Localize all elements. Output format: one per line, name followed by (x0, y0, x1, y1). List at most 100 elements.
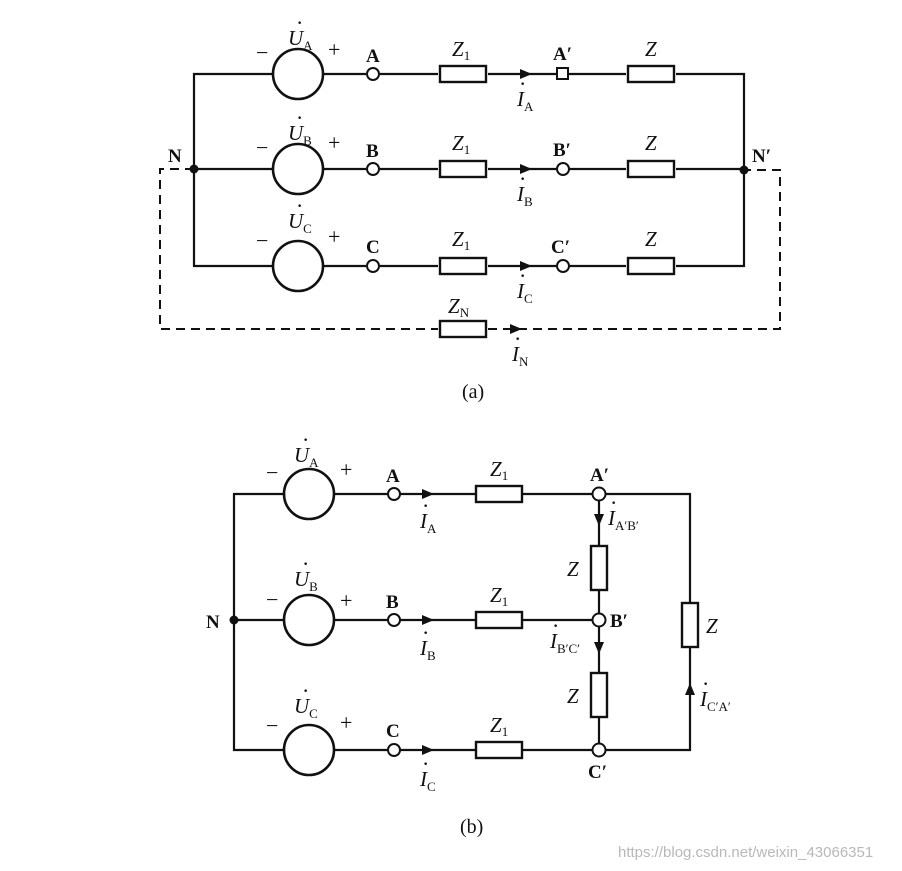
terminal-b-c-prime (591, 742, 607, 758)
label-b-ua: UA (294, 443, 319, 470)
label-a-terminal-b: B (366, 141, 379, 162)
label-a-in: IN (511, 342, 529, 369)
terminal-a-c (366, 259, 380, 273)
terminal-b-a-prime (591, 486, 607, 502)
label-a-terminal-a-prime: A′ (553, 44, 572, 65)
minus-a-phase-b: − (256, 135, 268, 160)
label-b-terminal-c-prime: C′ (588, 762, 607, 783)
node-a-n (189, 164, 199, 174)
label-a-n-prime: N′ (752, 146, 771, 167)
source-a-phase-c (271, 239, 325, 293)
source-a-phase-a (271, 47, 325, 101)
arrow-b-ibc (594, 642, 604, 654)
label-b-uc: UC (294, 694, 318, 721)
terminal-b-b-prime (591, 612, 607, 628)
dot-mark-b-ibc: · (552, 613, 559, 638)
label-b-z1-phase-a: Z1 (490, 457, 508, 483)
dot-mark-a-uc: · (296, 193, 303, 218)
label-b-ibc: IB′C′ (549, 629, 580, 656)
arrow-b-iab (594, 514, 604, 526)
label-b-ica: IC′A′ (699, 687, 731, 714)
arrow-a-ic (520, 261, 532, 271)
arrow-b-ib (422, 615, 434, 625)
minus-a-phase-a: − (256, 40, 268, 65)
caption-b: (b) (460, 816, 483, 838)
arrow-b-ica (685, 683, 695, 695)
dot-mark-b-ib: · (422, 620, 429, 645)
minus-b-phase-b: − (266, 587, 278, 612)
impedance-a-z1-phase-a (438, 64, 488, 84)
terminal-a-b-prime (556, 162, 570, 176)
label-a-terminal-a: A (366, 46, 380, 67)
impedance-b-load-ca (680, 601, 700, 649)
dot-mark-b-ic: · (422, 751, 429, 776)
label-a-z1-phase-a: Z1 (452, 37, 470, 63)
minus-b-phase-a: − (266, 460, 278, 485)
label-a-terminal-c-prime: C′ (551, 237, 570, 258)
label-b-terminal-b-prime: B′ (610, 611, 628, 632)
label-b-terminal-a: A (386, 466, 400, 487)
plus-a-phase-b: + (328, 130, 340, 155)
label-b-ub: UB (294, 567, 318, 594)
label-b-terminal-c: C (386, 721, 400, 742)
label-a-uc: UC (288, 209, 312, 236)
node-a-n-prime (739, 165, 749, 175)
dot-mark-a-ib: · (519, 166, 526, 191)
label-b-n: N (206, 612, 220, 633)
minus-a-phase-c: − (256, 228, 268, 253)
label-b-ia: IA (419, 509, 437, 536)
wire-a-neutral-dashed (159, 168, 781, 330)
source-a-phase-b (271, 142, 325, 196)
diagram-a: UA UB UC · · · − + − + − + A B C A′ B′ C… (159, 10, 781, 403)
plus-b-phase-a: + (340, 457, 352, 482)
dot-mark-a-ic: · (519, 263, 526, 288)
label-b-iab: IA′B′ (607, 506, 639, 533)
dot-mark-b-ia: · (422, 493, 429, 518)
arrow-b-ic (422, 745, 434, 755)
impedance-a-neutral (438, 319, 488, 339)
dot-mark-b-ua: · (302, 427, 309, 452)
impedance-b-z1-phase-c (474, 740, 524, 760)
caption-a: (a) (462, 381, 484, 403)
label-b-load-ab: Z (567, 557, 579, 581)
label-a-ua: UA (288, 26, 313, 53)
label-a-z1-phase-b: Z1 (452, 131, 470, 157)
label-b-load-bc: Z (567, 684, 579, 708)
terminal-a-a (366, 67, 380, 81)
label-b-terminal-b: B (386, 592, 399, 613)
dot-mark-a-ub: · (296, 105, 303, 130)
arrow-b-ia (422, 489, 434, 499)
plus-a-phase-a: + (328, 37, 340, 62)
plus-a-phase-c: + (328, 224, 340, 249)
label-a-load-phase-a: Z (645, 37, 657, 61)
dot-mark-b-uc: · (302, 678, 309, 703)
node-b-n (229, 615, 239, 625)
dot-mark-a-ua: · (296, 10, 303, 35)
label-a-ib: IB (516, 182, 533, 209)
plus-b-phase-c: + (340, 710, 352, 735)
terminal-b-c (387, 743, 401, 757)
label-a-ic: IC (516, 279, 533, 306)
source-b-phase-a (282, 467, 336, 521)
label-a-load-phase-c: Z (645, 227, 657, 251)
label-a-n: N (168, 146, 182, 167)
minus-b-phase-c: − (266, 713, 278, 738)
label-b-ic: IC (419, 767, 436, 794)
label-a-terminal-b-prime: B′ (553, 140, 571, 161)
impedance-a-load-phase-b (626, 159, 676, 179)
impedance-b-load-bc (589, 671, 609, 719)
terminal-a-b (366, 162, 380, 176)
dot-mark-a-in: · (514, 326, 521, 351)
impedance-b-load-ab (589, 544, 609, 592)
arrow-a-ib (520, 164, 532, 174)
label-a-ub: UB (288, 121, 312, 148)
source-b-phase-c (282, 723, 336, 777)
terminal-a-c-prime (556, 259, 570, 273)
label-a-ia: IA (516, 87, 534, 114)
wire-b-phase-c (232, 620, 692, 752)
terminal-a-a-prime (556, 67, 569, 80)
label-b-z1-phase-b: Z1 (490, 583, 508, 609)
label-b-ib: IB (419, 636, 436, 663)
impedance-a-load-phase-a (626, 64, 676, 84)
arrow-a-in (510, 324, 522, 334)
